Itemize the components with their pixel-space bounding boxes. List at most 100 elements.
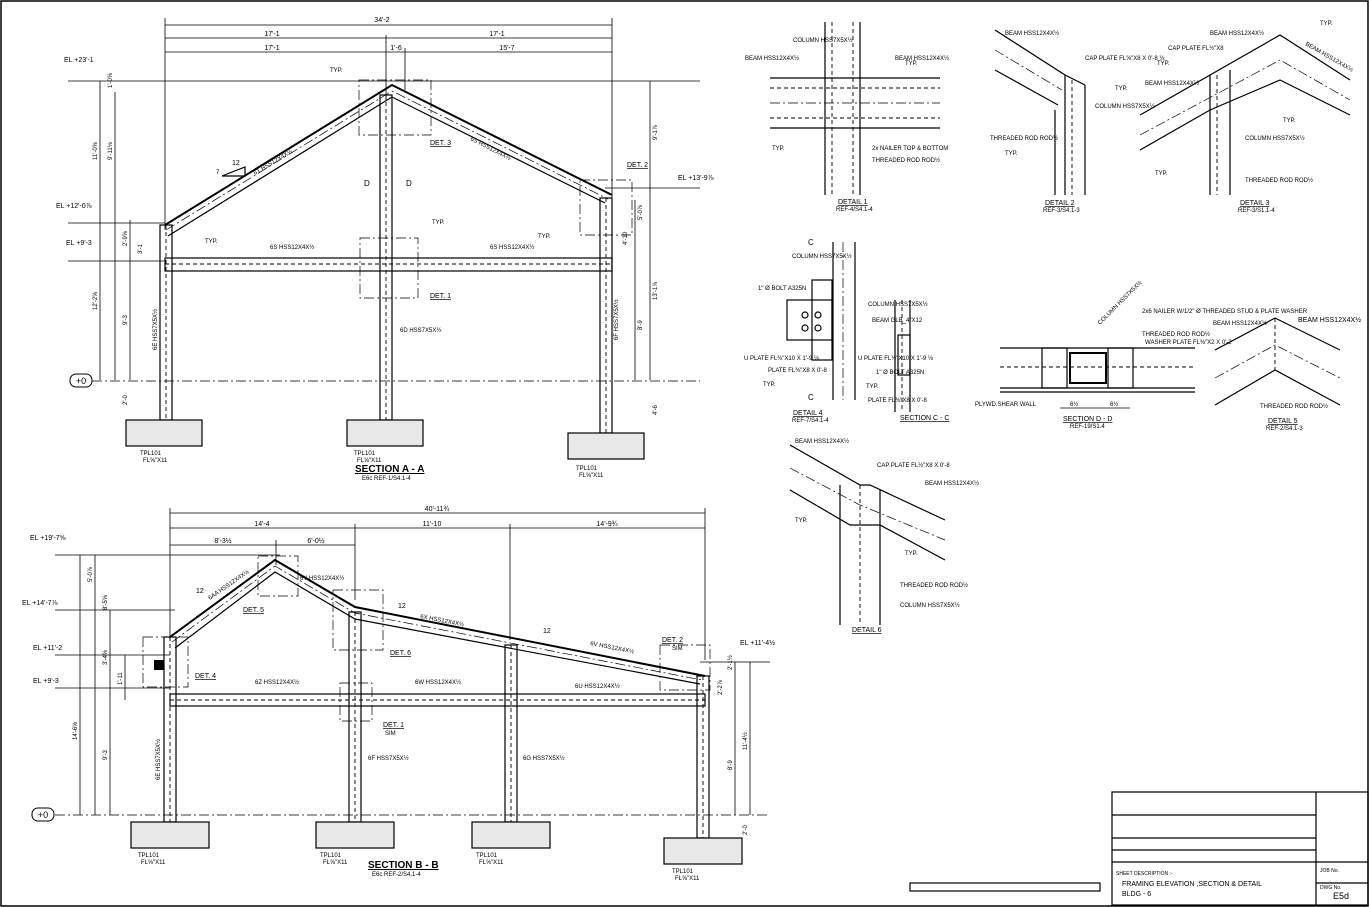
note: CAP PLATE FL½"X8 X 0'-8	[877, 462, 950, 469]
dim-label: 5'-0⅞	[88, 566, 94, 582]
callout-det5: DET. 5	[243, 607, 264, 614]
dim-label: 6'-0½	[307, 537, 324, 545]
member-label: 6S HSS12X4X½	[490, 244, 534, 251]
note: PLATE FL⅜"X8 X 0'-8	[868, 398, 928, 404]
note: COLUMN HSS7X5X½	[793, 37, 853, 44]
dim-label: 17'-1	[264, 45, 279, 52]
dim-label: 8'-9	[728, 760, 734, 770]
drawing-line	[789, 467, 946, 541]
dim-label: 17'-1	[489, 31, 504, 38]
dim-label: 11'-0⅝	[93, 141, 99, 160]
callout-det3: DET. 3	[430, 140, 451, 147]
detail-title: DETAIL 5	[1268, 418, 1298, 425]
datum-marker	[69, 373, 93, 388]
dim-label: 6½	[1110, 401, 1118, 408]
sheet-desc-label: SHEET DESCRIPTION :-	[1116, 871, 1173, 877]
detail-ref: REF-7/S4.1-4	[792, 418, 829, 424]
dim-label: 3'-4⅝	[103, 649, 109, 665]
drawing-line	[1139, 59, 1351, 136]
dim-label: 4'-6	[653, 405, 659, 415]
slope-label: 12	[398, 603, 406, 610]
member-label: 6F HSS7X5X½	[613, 299, 620, 340]
note: U PLATE FL⅜"X10 X 1'-9 ⅛	[744, 356, 820, 362]
dim-label: 4'-10	[623, 231, 629, 245]
note: COLUMN HSS7X5X½	[1245, 135, 1305, 142]
dim-label: 14'-9¾	[596, 521, 617, 528]
note: COLUMN HSS7X5X½	[900, 602, 960, 609]
footing-label: TPL101	[140, 451, 162, 457]
member-label: 6U HSS12X4X½	[575, 683, 620, 690]
elevation-label: EL +19'-7⅝	[30, 535, 66, 542]
member-label: 6D HSS7X5X½	[400, 327, 441, 334]
note: TYP.	[763, 382, 776, 388]
drawing-line	[165, 90, 609, 231]
footing-label: FL⅝"X11	[479, 860, 504, 866]
dwg-no-label: DWG No.	[1320, 885, 1341, 891]
job-no-label: JOB No.	[1320, 868, 1339, 874]
detail-3: CAP PLATE FL½"X8 BEAM HSS12X4X½ BEAM HSS…	[1139, 21, 1354, 214]
note: TYP.	[905, 61, 918, 67]
note: BEAM HSS12X4X½	[1005, 30, 1059, 37]
note: PLYWD.SHEAR WALL	[975, 402, 1037, 408]
note: COLUMN HSS7X5X½	[868, 301, 928, 308]
drawing-line	[814, 311, 822, 319]
note: TYP.	[1155, 171, 1168, 177]
note: COLUMN HSS7X5X½	[1095, 103, 1155, 110]
dim-label: 9'-1⅞	[653, 124, 659, 140]
dim-label: 11'-10	[423, 521, 442, 528]
detail-title: DETAIL 1	[838, 199, 868, 206]
note: THREADED ROD ROD½	[1245, 177, 1313, 184]
member-label: 6F HSS7X5X½	[368, 755, 409, 762]
weld-typ: TYP.	[432, 220, 445, 226]
elevation-label: EL +13'-9⅞	[678, 175, 714, 182]
note: BEAM HSS12X4X½	[745, 55, 799, 62]
note: 1" Ø BOLT A325N	[876, 370, 924, 376]
drawing-line	[994, 69, 1059, 106]
weld-typ: TYP.	[205, 239, 218, 245]
drawing-line	[579, 179, 633, 236]
drawing-line	[801, 324, 809, 332]
note: PLATE FL⅜"X8 X 0'-8	[768, 368, 828, 374]
detail-title: DETAIL 4	[793, 410, 823, 417]
footing	[346, 419, 424, 447]
drawing-line	[1041, 347, 1068, 389]
slope-label: 12	[196, 588, 204, 595]
detail-1: COLUMN HSS7X5X½ BEAM HSS12X4X½ BEAM HSS1…	[745, 22, 949, 213]
note: COLUMN HSS7X5X½	[792, 253, 852, 260]
section-cut-c: C	[808, 393, 814, 402]
note: 2x NAILER TOP & BOTTOM	[872, 146, 948, 152]
dim-label: 3'-1	[138, 244, 144, 254]
dim-label: 2'-0	[743, 825, 749, 835]
note: CAP PLATE FL⅝"X8 X 0'-8 ⅛	[1085, 56, 1165, 62]
weld-typ: TYP.	[538, 234, 551, 240]
dim-label: 9'-3	[103, 750, 109, 760]
note: BEAM GLB_4"X12	[872, 318, 923, 324]
elevation-label: EL +9'-3	[33, 678, 59, 685]
note: BEAM HSS12X4X½	[1213, 320, 1267, 327]
drawing-line	[789, 444, 946, 521]
datum-label: +0	[76, 376, 86, 386]
elevation-label: EL +14'-7⅞	[22, 600, 58, 607]
dim-label: 5'-0⅞	[638, 204, 644, 220]
callout-det4: DET. 4	[195, 673, 216, 680]
dim-label: 8'-5⅝	[103, 594, 109, 610]
callout-det2: DET. 2	[627, 162, 648, 169]
section-cut-d: D	[406, 179, 412, 188]
drawing-line	[164, 257, 613, 272]
note: BEAM HSS12X4X½	[925, 480, 979, 487]
drawing-line	[801, 311, 809, 319]
drawing-line	[1139, 34, 1351, 116]
footing	[471, 821, 551, 849]
drawing-line	[789, 489, 946, 561]
note: BEAM HSS12X4X½	[1298, 316, 1361, 324]
member-label: 6E HSS7X5X½	[155, 739, 162, 780]
footing-label: TPL101	[354, 451, 376, 457]
drawing-line	[897, 334, 911, 376]
drawing-line	[174, 571, 701, 685]
dim-label: 12'-2⅝	[93, 291, 99, 310]
callout-det1: DET. 1	[383, 722, 404, 729]
callout-det6: DET. 6	[390, 650, 411, 657]
footing-label: FL⅝"X11	[323, 860, 348, 866]
member-label: 6S HSS12X4X½	[270, 244, 314, 251]
dim-label: 8'-3½	[214, 537, 231, 545]
